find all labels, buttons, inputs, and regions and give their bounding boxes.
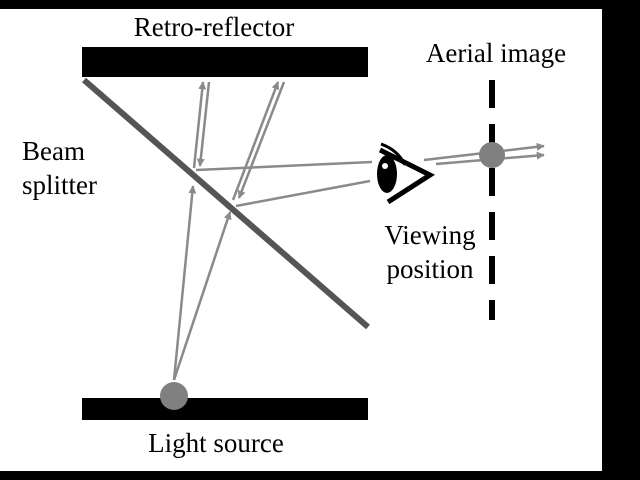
viewing-position-label-line1: Viewing (384, 220, 475, 250)
ray-splitter-to-viewer-1 (195, 160, 373, 172)
aerial-image-label: Aerial image (426, 38, 566, 68)
light-source-point (160, 382, 188, 410)
rays (172, 81, 545, 381)
viewing-position-label-line2: position (386, 254, 474, 284)
aerial-image-point (479, 142, 505, 168)
beam-splitter (82, 77, 370, 330)
ray-source-to-splitter-1 (172, 185, 197, 381)
ray-splitter-to-reflector-1 (192, 81, 207, 169)
ray-splitter-to-reflector-2 (231, 81, 280, 201)
eye-icon (377, 142, 436, 205)
beam-splitter-label-line2: splitter (22, 170, 97, 200)
retro-reflector (82, 47, 368, 77)
ray-splitter-to-viewer-2 (235, 179, 371, 208)
light-source-base (82, 398, 368, 420)
diagram-canvas (0, 9, 602, 471)
ray-reflector-to-splitter-1 (196, 81, 211, 167)
beam-splitter-label-line1: Beam (22, 136, 85, 166)
ray-source-to-splitter-2 (172, 211, 232, 381)
ray-reflector-to-splitter-2 (237, 81, 286, 199)
retro-reflector-label: Retro-reflector (134, 12, 294, 42)
light-source-label: Light source (148, 428, 284, 458)
